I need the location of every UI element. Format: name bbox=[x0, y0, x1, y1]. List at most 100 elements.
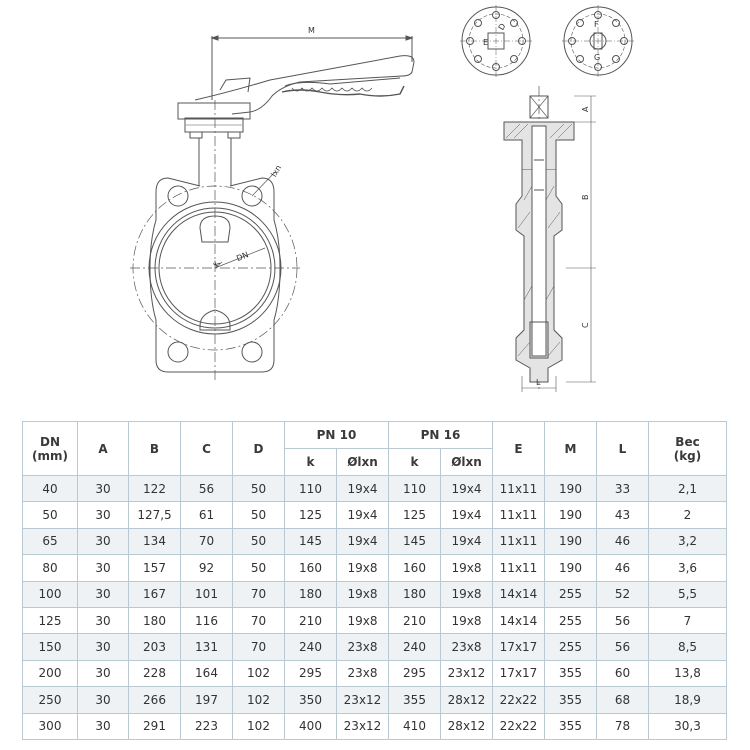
cell-b: 291 bbox=[128, 712, 181, 740]
cell-a: 30 bbox=[77, 606, 129, 635]
cell-dn: 65 bbox=[22, 527, 78, 556]
header-l: L bbox=[596, 421, 649, 476]
cell-d: 50 bbox=[232, 474, 285, 503]
header-pn16-k: k bbox=[388, 448, 441, 476]
label-lxn: lxn bbox=[269, 164, 283, 179]
header-pn10: PN 10 bbox=[284, 421, 389, 449]
valve-drawing: M lxn K DN A B C L E D F G bbox=[130, 5, 634, 392]
cell-d: 102 bbox=[232, 712, 285, 740]
cell-m: 355 bbox=[544, 712, 597, 740]
cell-e: 11x11 bbox=[492, 501, 545, 529]
table-subheader-row: k Ølxn k Ølxn bbox=[23, 448, 727, 476]
cell-b: 180 bbox=[128, 606, 181, 635]
cell-b: 122 bbox=[128, 474, 181, 503]
cell-pn10-k: 400 bbox=[284, 712, 337, 740]
cell-a: 30 bbox=[77, 527, 129, 556]
cell-pn16-olxn: 23x12 bbox=[440, 659, 493, 688]
cell-pn16-olxn: 28x12 bbox=[440, 712, 493, 740]
valve-body bbox=[130, 171, 300, 373]
cell-pn10-k: 210 bbox=[284, 606, 337, 635]
cell-m: 255 bbox=[544, 580, 597, 608]
cell-c: 61 bbox=[180, 501, 233, 529]
cell-pn10-olxn: 23x12 bbox=[336, 686, 389, 714]
cell-e: 22x22 bbox=[492, 686, 545, 714]
cell-e: 11x11 bbox=[492, 554, 545, 582]
cell-a: 30 bbox=[77, 501, 129, 529]
label-f: F bbox=[594, 20, 599, 29]
cell-l: 68 bbox=[596, 686, 649, 714]
cell-d: 50 bbox=[232, 527, 285, 556]
cell-m: 355 bbox=[544, 686, 597, 714]
label-e: E bbox=[483, 38, 488, 47]
cell-weight: 18,9 bbox=[648, 686, 727, 714]
cell-pn10-k: 110 bbox=[284, 474, 337, 503]
header-pn16: PN 16 bbox=[388, 421, 493, 449]
cell-pn10-olxn: 19x8 bbox=[336, 606, 389, 635]
cell-weight: 3,2 bbox=[648, 527, 727, 556]
cell-c: 56 bbox=[180, 474, 233, 503]
cell-pn16-olxn: 19x8 bbox=[440, 606, 493, 635]
cell-pn10-k: 350 bbox=[284, 686, 337, 714]
cell-m: 190 bbox=[544, 474, 597, 503]
cell-pn16-k: 145 bbox=[388, 527, 441, 556]
cell-pn10-olxn: 23x8 bbox=[336, 633, 389, 661]
cell-weight: 2,1 bbox=[648, 474, 727, 503]
cell-l: 56 bbox=[596, 606, 649, 635]
cell-dn: 50 bbox=[22, 501, 78, 529]
cell-pn16-k: 295 bbox=[388, 659, 441, 688]
cell-m: 190 bbox=[544, 554, 597, 582]
cell-d: 50 bbox=[232, 501, 285, 529]
cell-weight: 13,8 bbox=[648, 659, 727, 688]
cell-pn16-olxn: 19x8 bbox=[440, 580, 493, 608]
label-b: B bbox=[581, 195, 590, 201]
cell-d: 50 bbox=[232, 554, 285, 582]
cell-a: 30 bbox=[77, 580, 129, 608]
cell-a: 30 bbox=[77, 712, 129, 740]
cell-d: 70 bbox=[232, 606, 285, 635]
cell-pn16-olxn: 28x12 bbox=[440, 686, 493, 714]
cell-pn10-k: 160 bbox=[284, 554, 337, 582]
cell-dn: 150 bbox=[22, 633, 78, 661]
cell-d: 70 bbox=[232, 633, 285, 661]
cell-weight: 2 bbox=[648, 501, 727, 529]
cell-pn10-olxn: 19x4 bbox=[336, 527, 389, 556]
cell-weight: 3,6 bbox=[648, 554, 727, 582]
cell-l: 60 bbox=[596, 659, 649, 688]
cell-dn: 80 bbox=[22, 554, 78, 582]
cell-b: 203 bbox=[128, 633, 181, 661]
header-pn10-k: k bbox=[284, 448, 337, 476]
cell-d: 70 bbox=[232, 580, 285, 608]
cell-a: 30 bbox=[77, 686, 129, 714]
label-l: L bbox=[536, 378, 541, 387]
cell-weight: 5,5 bbox=[648, 580, 727, 608]
cell-l: 43 bbox=[596, 501, 649, 529]
cell-pn16-k: 160 bbox=[388, 554, 441, 582]
cell-c: 101 bbox=[180, 580, 233, 608]
cell-pn16-k: 110 bbox=[388, 474, 441, 503]
cell-dn: 250 bbox=[22, 686, 78, 714]
cell-pn10-olxn: 23x12 bbox=[336, 712, 389, 740]
cell-c: 197 bbox=[180, 686, 233, 714]
cell-pn16-olxn: 23x8 bbox=[440, 633, 493, 661]
cell-dn: 300 bbox=[22, 712, 78, 740]
label-g: G bbox=[594, 53, 600, 62]
cell-e: 22x22 bbox=[492, 712, 545, 740]
header-dn: DN (mm) bbox=[22, 421, 78, 476]
cell-c: 92 bbox=[180, 554, 233, 582]
label-m: M bbox=[308, 26, 315, 35]
cell-dn: 100 bbox=[22, 580, 78, 608]
cell-d: 102 bbox=[232, 686, 285, 714]
cell-pn16-olxn: 19x8 bbox=[440, 554, 493, 582]
cell-b: 157 bbox=[128, 554, 181, 582]
flange-view-right bbox=[562, 5, 634, 77]
lever-handle bbox=[194, 55, 415, 115]
cell-b: 127,5 bbox=[128, 501, 181, 529]
cell-l: 33 bbox=[596, 474, 649, 503]
header-b: B bbox=[128, 421, 181, 476]
